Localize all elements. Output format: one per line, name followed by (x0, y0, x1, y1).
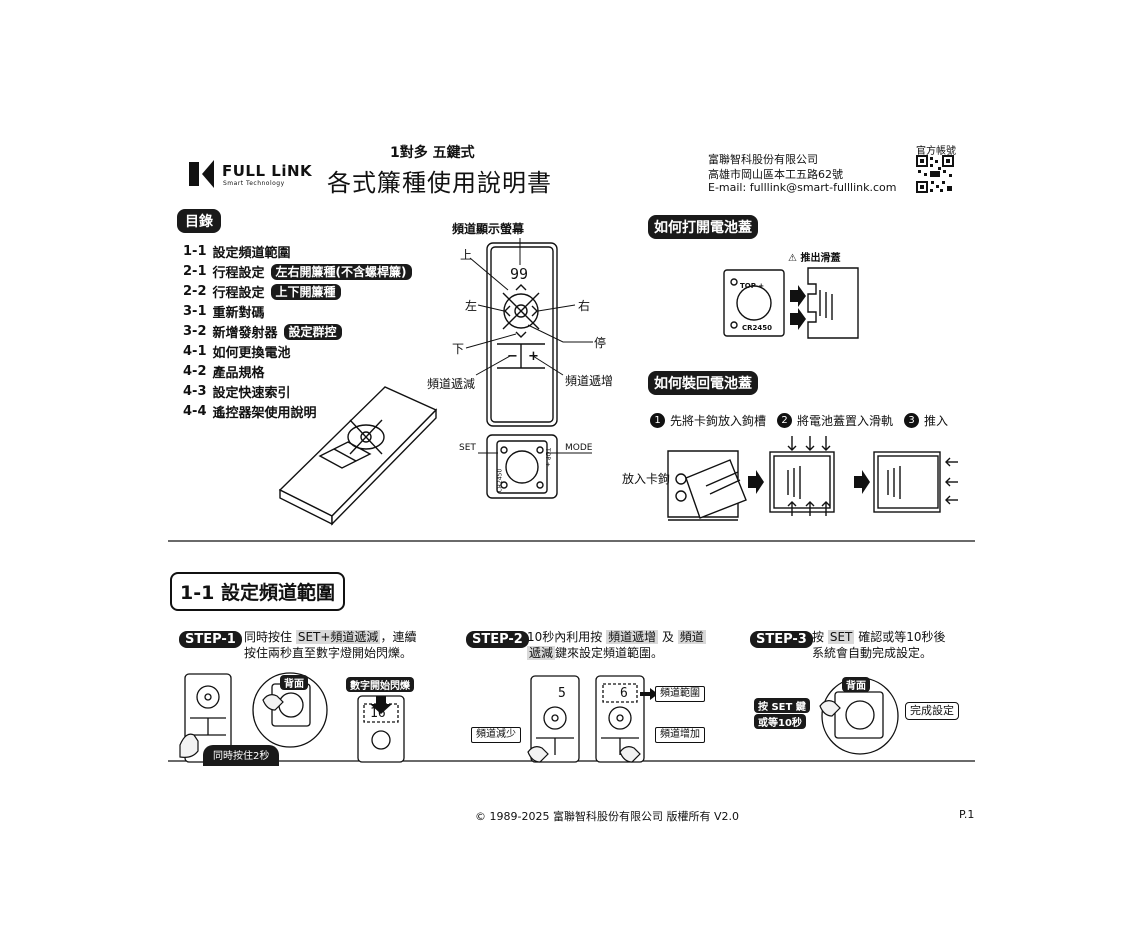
company-email: E-mail: fulllink@smart-fulllink.com (708, 181, 897, 194)
arrow-right-icon (790, 285, 806, 330)
stop-label: 停 (594, 336, 607, 350)
set-label: SET (459, 443, 476, 453)
step1-hold-label: 同時按住2秒 (203, 745, 280, 766)
step1-flash-label: 數字開始閃爍 (346, 677, 414, 692)
step2-value-b: 6 (620, 686, 628, 701)
section-title: 1-1 設定頻道範圍 (170, 572, 345, 611)
step3-badge: STEP-3 (750, 631, 813, 648)
arrow-down-icon (370, 696, 392, 714)
battery-top-label: TOP + (740, 282, 765, 290)
step1-flash-value: 16 (370, 706, 386, 721)
minus-button[interactable]: − (507, 349, 518, 364)
channel-down-label: 頻道遞減 (427, 377, 476, 391)
page-title: 各式簾種使用說明書 (327, 169, 552, 197)
battery-type-label: CR2450 (496, 468, 504, 493)
slide-warning-label: ⚠ 推出滑蓋 (788, 253, 841, 264)
step1-badge: STEP-1 (179, 631, 242, 648)
toc-title: 目錄 (177, 209, 221, 233)
battery-close-steps: 1 先將卡鉤放入鉤槽 2 將電池蓋置入滑軌 3 推入 (650, 412, 948, 429)
channel-increase-label: 頻道增加 (655, 727, 705, 743)
step2-badge: STEP-2 (466, 631, 529, 648)
channel-range-label: 頻道範圍 (655, 686, 705, 702)
step2-remote-a-icon (530, 675, 580, 763)
plus-button[interactable]: + (528, 349, 539, 364)
battery-open-title: 如何打開電池蓋 (648, 215, 758, 239)
channel-display-value: 99 (510, 265, 529, 283)
step2-text: 10秒內利用按 頻道遞增 及 頻道 (527, 630, 706, 644)
battery-close-step2-icon (769, 436, 835, 516)
step3-text-2: 系統會自動完成設定。 (812, 646, 933, 660)
toc-tag: 左右開簾種(不含螺桿簾) (270, 263, 412, 280)
left-label: 左 (465, 299, 478, 313)
setup-complete-label: 完成設定 (905, 702, 959, 720)
battery-open-icon (723, 267, 859, 339)
company-address: 高雄市岡山區本工五路62號 (708, 168, 843, 181)
company-name: 富聯智科股份有限公司 (708, 153, 818, 166)
battery-close-title: 如何裝回電池蓋 (648, 371, 758, 395)
or-wait-label: 或等10秒 (754, 714, 806, 729)
step3-text: 按 SET 確認或等10秒後 (812, 630, 946, 644)
mode-label: MODE (565, 443, 593, 453)
step1-back-label: 背面 (280, 675, 308, 690)
remote-front-icon (486, 242, 558, 427)
up-label: 上 (460, 248, 473, 262)
toc-tag: 設定群控 (283, 323, 342, 340)
battery-close-step1-icon (667, 450, 747, 521)
channel-up-label: 頻道遞增 (565, 374, 614, 388)
display-screen-label: 頻道顯示螢幕 (452, 222, 525, 236)
battery-model-label: CR2450 (742, 324, 773, 332)
step2-remote-b-icon (595, 675, 645, 763)
step-number: 1 (650, 413, 665, 428)
finger-icon (179, 694, 841, 763)
channel-decrease-label: 頻道減少 (471, 727, 521, 743)
down-label: 下 (452, 342, 465, 356)
doc-subtitle: 1對多 五鍵式 (390, 145, 475, 161)
step-number: 2 (777, 413, 793, 428)
copyright: © 1989-2025 富聯智科股份有限公司 版權所有 V2.0 (475, 810, 739, 823)
top-label: TOP + (543, 448, 551, 467)
toc-tag: 上下開簾種 (270, 283, 341, 300)
arrow-right-icon (748, 470, 870, 494)
callout-lines (465, 238, 593, 454)
hook-label: 放入卡鉤 (622, 472, 671, 486)
qr-code-icon[interactable] (916, 155, 954, 193)
remote-back-icon (486, 434, 558, 499)
remote-perspective-icon (278, 386, 438, 526)
official-account-label: 官方帳號 (916, 146, 956, 157)
battery-close-step3-icon (873, 451, 958, 513)
step2-text-2: 遞減鍵來設定頻道範圍。 (527, 646, 664, 660)
step1-text-2: 按住兩秒直至數字燈開始閃爍。 (244, 646, 413, 660)
arrow-left-icon (640, 688, 658, 700)
step2-value-a: 5 (558, 686, 566, 701)
step3-back-label: 背面 (842, 677, 870, 692)
brand-tagline: Smart Technology (223, 180, 285, 187)
right-label: 右 (578, 299, 591, 313)
page-number: P.1 (959, 808, 975, 821)
step1-text: 同時按住 SET+頻道遞減，連續 (244, 630, 417, 644)
step-number: 3 (904, 413, 920, 428)
press-set-label: 按 SET 鍵 (754, 698, 810, 713)
brand-name: FULL LiNK (222, 162, 313, 180)
